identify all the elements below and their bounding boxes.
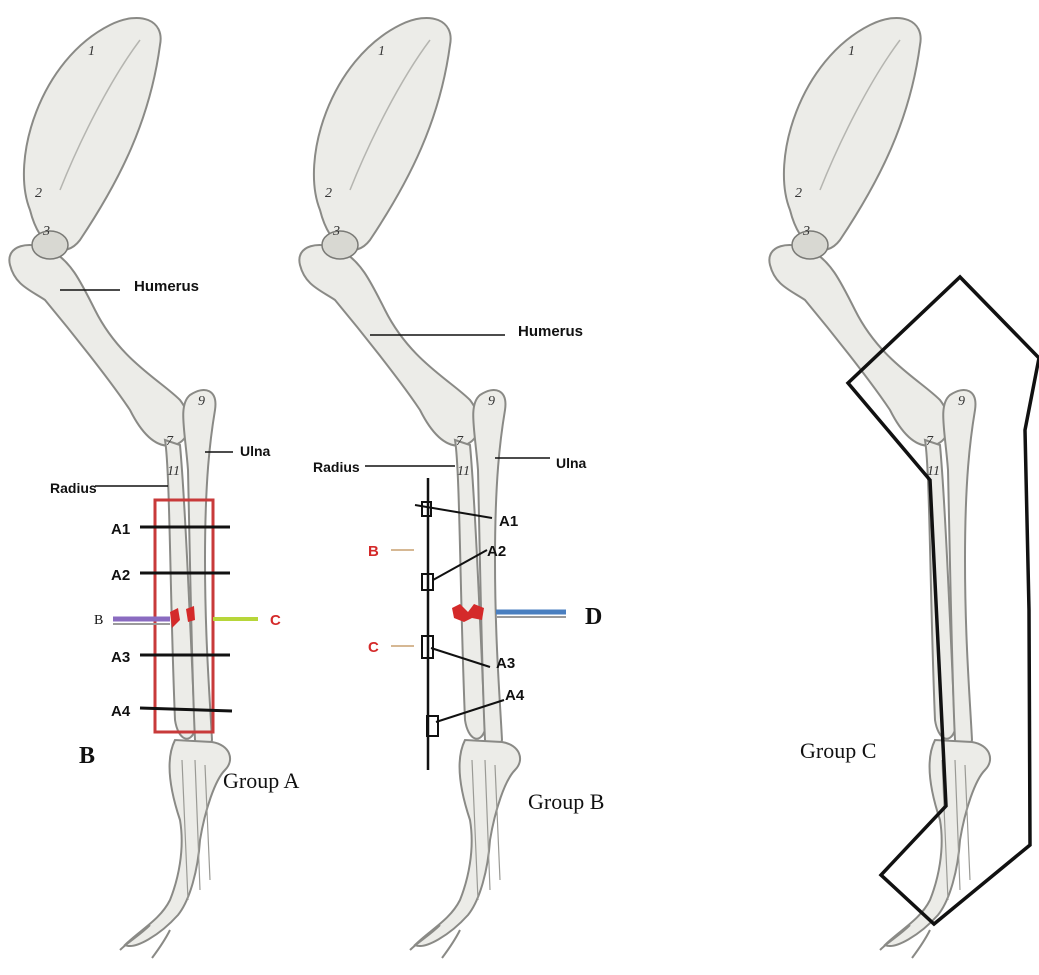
level-label-a3: A3 xyxy=(496,655,515,672)
radius-label: Radius xyxy=(313,459,360,475)
limb-skeleton-c xyxy=(769,18,990,958)
humerus-label: Humerus xyxy=(134,278,199,295)
level-label-a1: A1 xyxy=(111,521,130,538)
caption-group-b: Group B xyxy=(528,789,604,814)
bone-number-label: 1 xyxy=(848,44,855,59)
marker-label-c: C xyxy=(270,612,281,629)
bone-number-label: 1 xyxy=(88,44,95,59)
bone-number-label: 7 xyxy=(456,434,464,449)
bone-number-label: 3 xyxy=(332,224,340,239)
bone-number-label: 9 xyxy=(488,394,495,409)
defect-marker-label: D xyxy=(585,604,602,630)
ulna-label: Ulna xyxy=(556,455,587,471)
humerus-label: Humerus xyxy=(518,323,583,340)
limb-skeleton-a xyxy=(9,18,230,958)
bone-number-label: 1 xyxy=(378,44,385,59)
side-marker-c: C xyxy=(368,639,379,656)
caption-group-c: Group C xyxy=(800,738,876,763)
radius-label: Radius xyxy=(50,480,97,496)
level-label-a1: A1 xyxy=(499,513,518,530)
level-label-a2: A2 xyxy=(111,567,130,584)
limb-skeleton-b xyxy=(299,18,520,958)
bone-number-label: 7 xyxy=(166,434,174,449)
level-label-a3: A3 xyxy=(111,649,130,666)
bone-number-label: 2 xyxy=(35,186,42,201)
level-label-a2: A2 xyxy=(487,543,506,560)
bone-number-label: 9 xyxy=(958,394,965,409)
bone-number-label: 3 xyxy=(802,224,810,239)
side-marker-b: B xyxy=(368,543,379,560)
bone-number-label: 2 xyxy=(795,186,802,201)
panel-group-b: 1 2 3 7 9 11 Humerus Ulna Radius A1 A2 A… xyxy=(299,18,604,958)
ulna-label: Ulna xyxy=(240,443,271,459)
bone-number-label: 3 xyxy=(42,224,50,239)
level-label-a4: A4 xyxy=(505,687,525,704)
bone-number-label: 9 xyxy=(198,394,205,409)
corner-letter: B xyxy=(79,743,95,769)
bone-number-label: 7 xyxy=(926,434,934,449)
caption-group-a: Group A xyxy=(223,768,300,793)
panel-group-c: 1 2 3 7 9 11 Group C xyxy=(769,18,1039,958)
bone-number-label: 11 xyxy=(167,464,180,479)
level-box-a1 xyxy=(422,502,431,516)
bone-number-label: 11 xyxy=(457,464,470,479)
level-label-a4: A4 xyxy=(111,703,131,720)
marker-label-b: B xyxy=(94,613,103,628)
panel-group-a: 1 2 3 7 9 11 Humerus Ulna Radius A1 A2 A… xyxy=(9,18,299,958)
bone-number-label: 2 xyxy=(325,186,332,201)
